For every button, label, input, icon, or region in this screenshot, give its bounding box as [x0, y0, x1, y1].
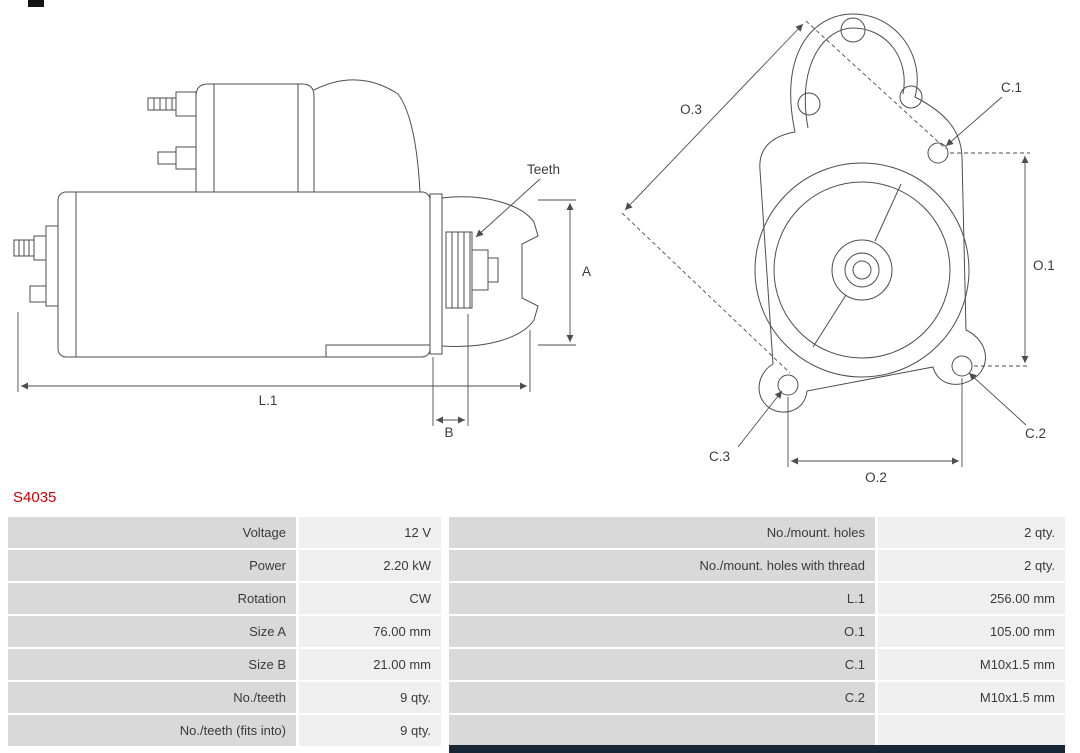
housing-outer-circle	[754, 162, 970, 378]
housing-inner-circle	[773, 181, 951, 359]
spec-label: C.2	[444, 682, 875, 713]
part-number: S4035	[13, 489, 57, 506]
shoulder-hole-right	[899, 85, 923, 109]
spec-value: 256.00 mm	[878, 583, 1065, 614]
mount-hole-c1	[927, 142, 949, 164]
solenoid-terminal-stud	[157, 151, 177, 165]
spec-label: C.1	[444, 649, 875, 680]
top-hole	[840, 17, 866, 43]
teeth-leader-line	[475, 178, 541, 238]
spec-value: 2 qty.	[878, 517, 1065, 548]
motor-body-step	[325, 344, 430, 357]
spec-label: Power	[8, 550, 296, 581]
spec-label: Size B	[8, 649, 296, 680]
label-c1: C.1	[1001, 80, 1022, 95]
label-o2: O.2	[865, 470, 887, 485]
footer-bar	[449, 745, 1065, 753]
spec-value: 2 qty.	[878, 550, 1065, 581]
spec-label: O.1	[444, 616, 875, 647]
solenoid	[147, 79, 421, 193]
spec-value: 12 V	[299, 517, 441, 548]
dim-line-o3	[624, 23, 804, 211]
spec-value: 9 qty.	[299, 715, 441, 746]
spec-label: Voltage	[8, 517, 296, 548]
spec-label: No./teeth	[8, 682, 296, 713]
c2-leader-line	[968, 372, 1027, 426]
spec-label: No./mount. holes with thread	[444, 550, 875, 581]
label-b: B	[444, 425, 453, 440]
solenoid-cover	[313, 79, 421, 193]
spec-value: 9 qty.	[299, 682, 441, 713]
label-teeth: Teeth	[527, 162, 560, 177]
technical-drawings: A L.1 B Teeth	[13, 13, 1055, 485]
spec-label: Rotation	[8, 583, 296, 614]
pinion-gear	[445, 231, 499, 309]
spec-label: L.1	[444, 583, 875, 614]
label-a: A	[582, 264, 591, 279]
rear-terminal	[13, 225, 59, 307]
front-view-dimensions: O.3 O.1 O.2 C.1 C.2 C.3	[621, 20, 1055, 485]
front-view-drawing: O.3 O.1 O.2 C.1 C.2 C.3	[621, 13, 1055, 485]
spec-value: M10x1.5 mm	[878, 682, 1065, 713]
housing-spokes	[812, 183, 902, 348]
side-view-dimensions: A L.1 B Teeth	[17, 162, 591, 440]
label-l1: L.1	[259, 393, 278, 408]
hub-circle	[831, 239, 893, 301]
spec-label: No./mount. holes	[444, 517, 875, 548]
mount-hole-c2	[951, 355, 973, 377]
label-c3: C.3	[709, 449, 730, 464]
mounting-flange-outline	[758, 13, 986, 413]
spec-label: No./teeth (fits into)	[8, 715, 296, 746]
motor-body	[57, 191, 431, 358]
shaft-circle	[844, 252, 880, 288]
mount-flange	[429, 193, 443, 355]
side-view-drawing: A L.1 B Teeth	[13, 79, 591, 440]
spec-label: Size A	[8, 616, 296, 647]
spec-value: 21.00 mm	[299, 649, 441, 680]
spec-label	[444, 715, 875, 746]
label-o3: O.3	[680, 102, 702, 117]
neck-inner-line	[804, 27, 905, 129]
spec-table: Voltage 12 V No./mount. holes 2 qty. Pow…	[8, 517, 1073, 746]
drive-end-housing	[429, 193, 539, 355]
label-c2: C.2	[1025, 426, 1046, 441]
spec-value: 2.20 kW	[299, 550, 441, 581]
c3-leader-line	[737, 390, 783, 448]
spec-value: CW	[299, 583, 441, 614]
label-o1: O.1	[1033, 258, 1055, 273]
c1-leader-line	[945, 96, 1003, 147]
spec-value	[878, 715, 1065, 746]
spec-value: 105.00 mm	[878, 616, 1065, 647]
spec-value: M10x1.5 mm	[878, 649, 1065, 680]
shaft-center-hole	[852, 260, 872, 280]
spec-value: 76.00 mm	[299, 616, 441, 647]
mount-hole-c3	[777, 374, 799, 396]
logo-fragment	[28, 0, 44, 7]
shoulder-hole-left	[797, 92, 821, 116]
